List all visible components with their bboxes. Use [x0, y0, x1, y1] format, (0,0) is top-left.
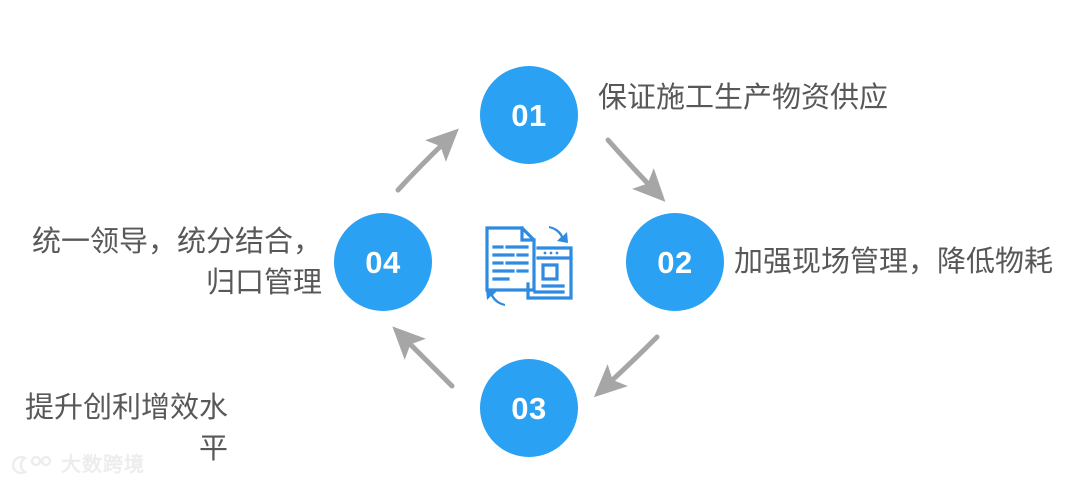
watermark-text: 大数跨境	[61, 454, 145, 476]
cycle-node-04[interactable]: 04	[334, 213, 432, 311]
document-exchange-icon	[485, 226, 573, 306]
dashu-logo-icon	[12, 455, 52, 475]
cycle-node-03[interactable]: 03	[480, 359, 578, 457]
arrow-03-to-04	[392, 326, 455, 389]
arrow-02-to-03	[593, 334, 660, 398]
cycle-node-04-number: 04	[365, 244, 401, 280]
cycle-node-03-number: 03	[511, 390, 547, 426]
cycle-node-04-caption: 统一领导，统分结合， 归口管理	[31, 226, 322, 300]
cycle-node-01-caption: 保证施工生产物资供应	[598, 82, 889, 114]
cycle-node-01-number: 01	[511, 97, 547, 133]
arrow-01-to-02	[605, 137, 666, 202]
arrow-04-to-01	[395, 128, 459, 193]
cycle-node-03-caption: 提升创利增效水平	[24, 392, 228, 466]
cycle-node-02-caption: 加强现场管理，降低物耗	[734, 246, 1054, 278]
cycle-node-01[interactable]: 01	[480, 66, 578, 164]
watermark: 大数跨境	[12, 454, 145, 476]
cycle-node-02-number: 02	[657, 244, 693, 280]
cycle-node-02[interactable]: 02	[626, 213, 724, 311]
